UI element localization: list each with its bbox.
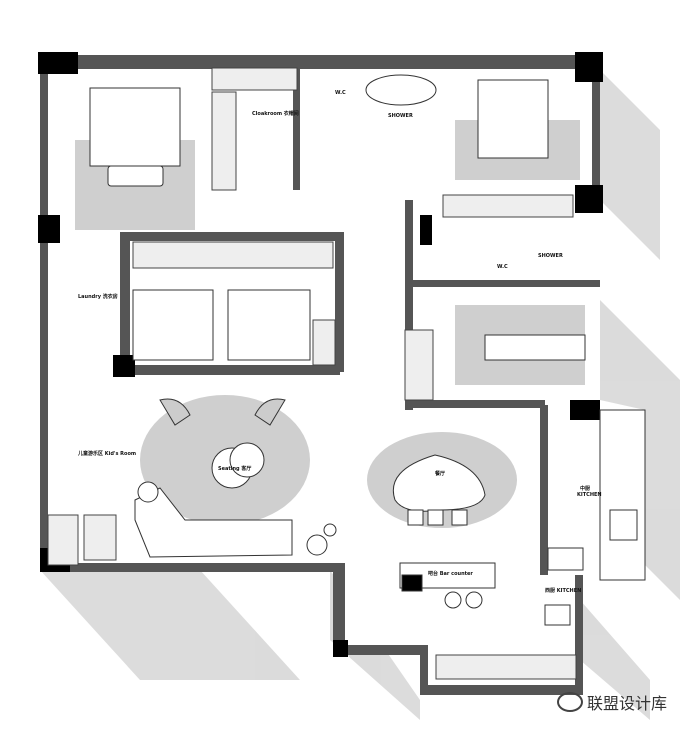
kids-bed-2 [227, 289, 311, 361]
watermark-text: 联盟设计库 [586, 694, 667, 713]
label-cloakroom: Cloakroom 衣帽间 [252, 110, 299, 117]
stove [547, 547, 584, 571]
wardrobes [47, 67, 577, 680]
label-west-kitchen: 西厨 KITCHEN [545, 587, 581, 594]
beds [89, 79, 549, 361]
living-furniture [134, 398, 337, 558]
label-kitchen-en: KITCHEN [577, 492, 602, 498]
watermark: 联盟设计库 [556, 690, 667, 714]
label-bar: 吧台 Bar counter [428, 570, 473, 577]
label-shower-second: SHOWER [538, 253, 563, 259]
label-wc-master: W.C [335, 90, 346, 96]
sink [544, 604, 571, 626]
label-shower-master: SHOWER [388, 113, 413, 119]
bathtub [365, 74, 437, 106]
desk [484, 334, 586, 361]
label-wc-second: W.C [497, 264, 508, 270]
kids-bed-1 [132, 289, 214, 361]
kitchen [544, 409, 646, 626]
label-kids: 儿童游乐区 Kid's Room [77, 450, 136, 457]
label-dining: 餐厅 [434, 470, 445, 477]
sofa [134, 487, 293, 558]
wechat-icon [556, 692, 583, 712]
dining-furniture [393, 454, 496, 609]
master-bed [89, 87, 181, 167]
label-living: Seating 客厅 [218, 465, 251, 472]
second-bed [477, 79, 549, 159]
room-labels: W.C SHOWER Cloakroom 衣帽间 W.C SHOWER Laun… [77, 90, 602, 594]
label-laundry: Laundry 洗衣房 [78, 293, 118, 300]
walls [40, 55, 600, 695]
label-kitchen-cn: 中厨 [580, 485, 590, 492]
